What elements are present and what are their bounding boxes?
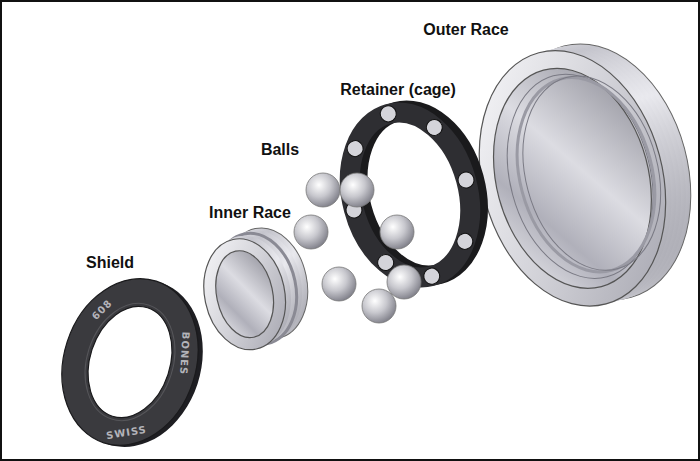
outer-race: [452, 23, 700, 327]
part-label: Balls: [261, 141, 299, 159]
part-label: Inner Race: [209, 204, 291, 222]
part-label: Shield: [86, 254, 134, 272]
inner-race: [193, 220, 319, 357]
retainer-cage: [322, 89, 497, 301]
balls: [294, 173, 421, 323]
part-label: Outer Race: [423, 21, 508, 39]
part-label: Retainer (cage): [340, 81, 456, 99]
shield: [41, 261, 224, 461]
